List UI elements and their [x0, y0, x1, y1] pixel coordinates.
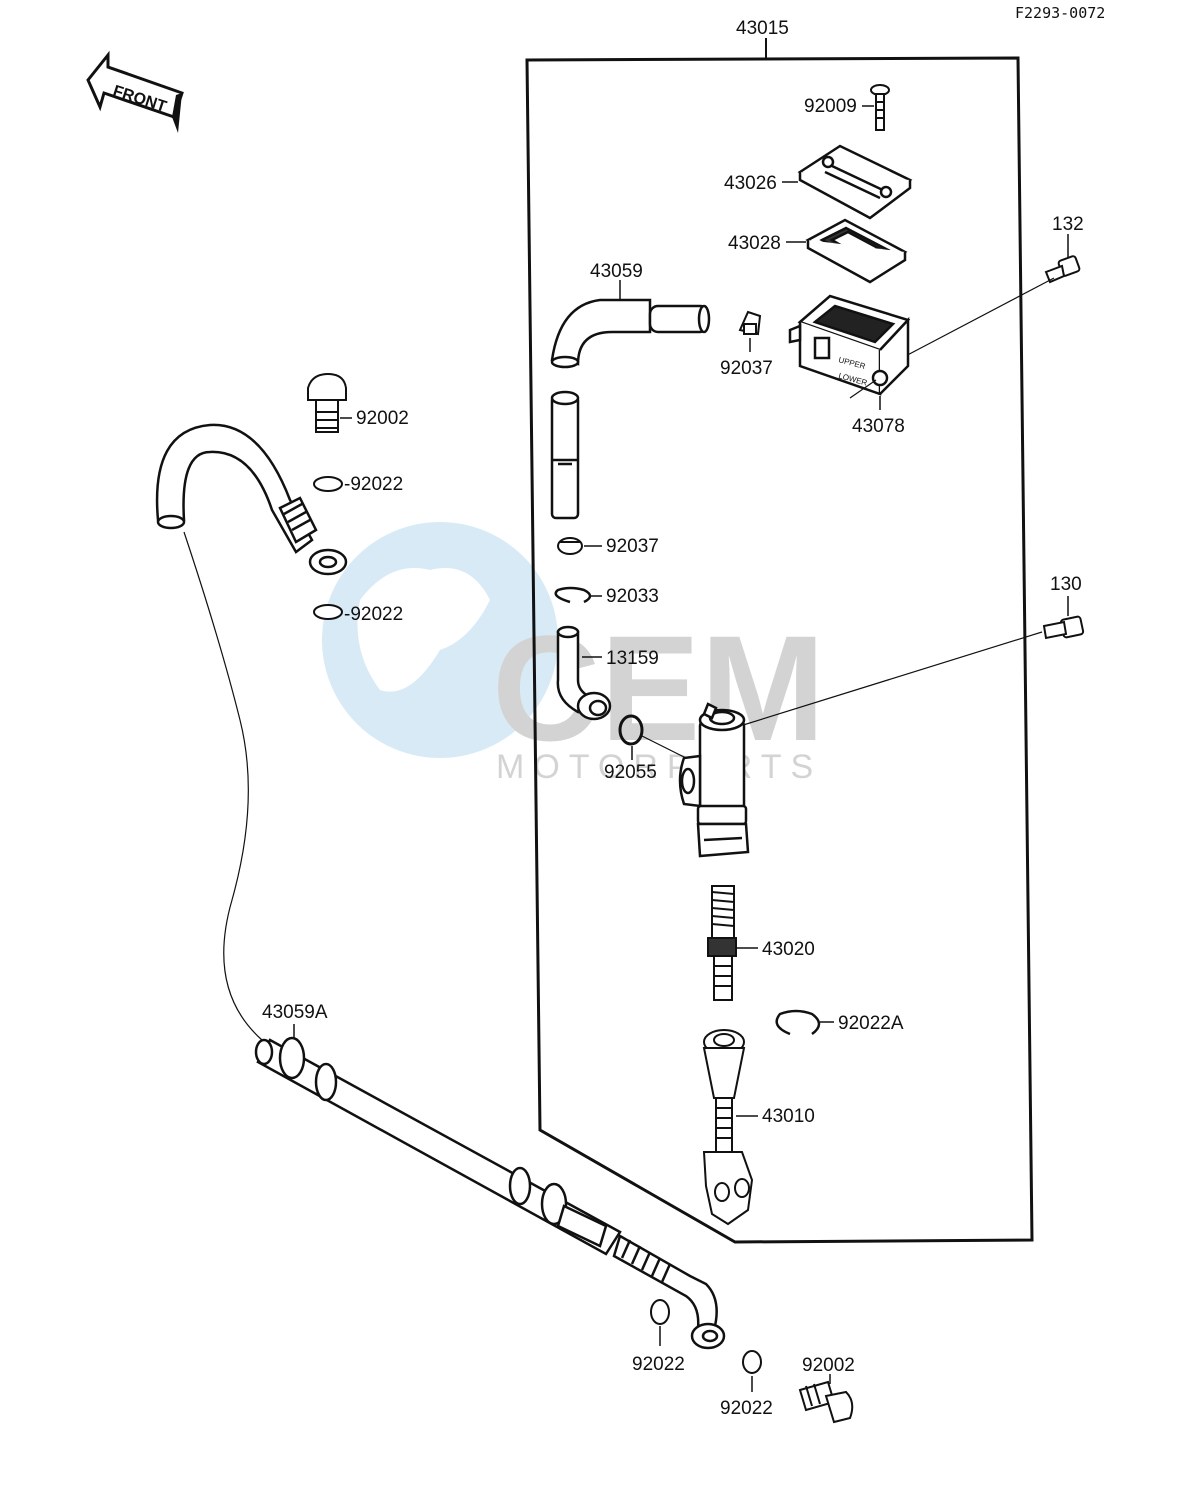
label-43078: 43078: [852, 416, 905, 437]
label-43028: 43028: [728, 233, 781, 254]
o-ring-92055: [618, 714, 644, 746]
label-92022-upper: -92022: [344, 474, 403, 495]
screw-92009: [870, 84, 890, 131]
label-92037-lower: 92037: [606, 536, 659, 557]
washer-92022-lower-right: [742, 1350, 762, 1374]
watermark-globe: [322, 522, 558, 758]
reservoir-43078: [788, 294, 911, 396]
front-arrow-icon: [86, 50, 184, 119]
hose-straight-section: [550, 390, 580, 520]
bolt-130: [1042, 615, 1085, 640]
label-43026: 43026: [724, 173, 777, 194]
label-92037-top: 92037: [720, 358, 773, 379]
washer-92022-lower-left: [650, 1299, 670, 1325]
label-13159: 13159: [606, 648, 659, 669]
bolt-132: [1044, 255, 1081, 284]
label-43020: 43020: [762, 939, 815, 960]
leader-line-hose: [183, 531, 263, 1041]
washer-92022-upper: [313, 476, 343, 492]
cap-43026: [797, 144, 913, 220]
label-43059: 43059: [590, 261, 643, 282]
hose-43059: [550, 298, 711, 369]
label-92022-lower-left: 92022: [632, 1354, 685, 1375]
label-92055: 92055: [604, 762, 657, 783]
label-92022-middle: -92022: [344, 604, 403, 625]
watermark: CEM MOTORPARTS: [322, 522, 825, 786]
circlip-92022A: [775, 1009, 821, 1036]
fitting-13159: [556, 625, 612, 721]
washer-92022-middle: [313, 604, 343, 620]
label-92002-top: 92002: [356, 408, 409, 429]
label-43010: 43010: [762, 1106, 815, 1127]
watermark-continent: [357, 568, 490, 692]
clip-92037-lower: [557, 537, 583, 555]
label-92009: 92009: [804, 96, 857, 117]
push-rod-43010: [702, 1029, 754, 1226]
label-92002-bottom: 92002: [802, 1355, 855, 1376]
watermark-brand: CEM: [492, 604, 825, 772]
front-arrow: FRONT: [86, 50, 184, 133]
hose-43059A: [254, 1036, 726, 1350]
label-92033: 92033: [606, 586, 659, 607]
label-43015: 43015: [736, 18, 789, 39]
master-cylinder-body: [678, 702, 750, 858]
banjo-bolt-92002-bottom: [798, 1380, 854, 1424]
clip-92037-top: [738, 310, 762, 336]
banjo-bolt-92002-top: [307, 372, 347, 433]
label-43059A: 43059A: [262, 1002, 328, 1023]
label-130: 130: [1050, 574, 1082, 595]
watermark-sub: MOTORPARTS: [496, 748, 822, 786]
label-92022-lower-right: 92022: [720, 1398, 773, 1419]
assembly-43015-bracket: [525, 38, 1034, 1244]
label-92022A: 92022A: [838, 1013, 904, 1034]
piston-43020: [707, 885, 737, 1001]
reservoir-hose-upper: [155, 423, 348, 576]
diaphragm-43028: [805, 218, 908, 284]
label-132: 132: [1052, 214, 1084, 235]
circlip-92033: [554, 586, 592, 604]
drawing-code: F2293-0072: [1015, 4, 1105, 22]
